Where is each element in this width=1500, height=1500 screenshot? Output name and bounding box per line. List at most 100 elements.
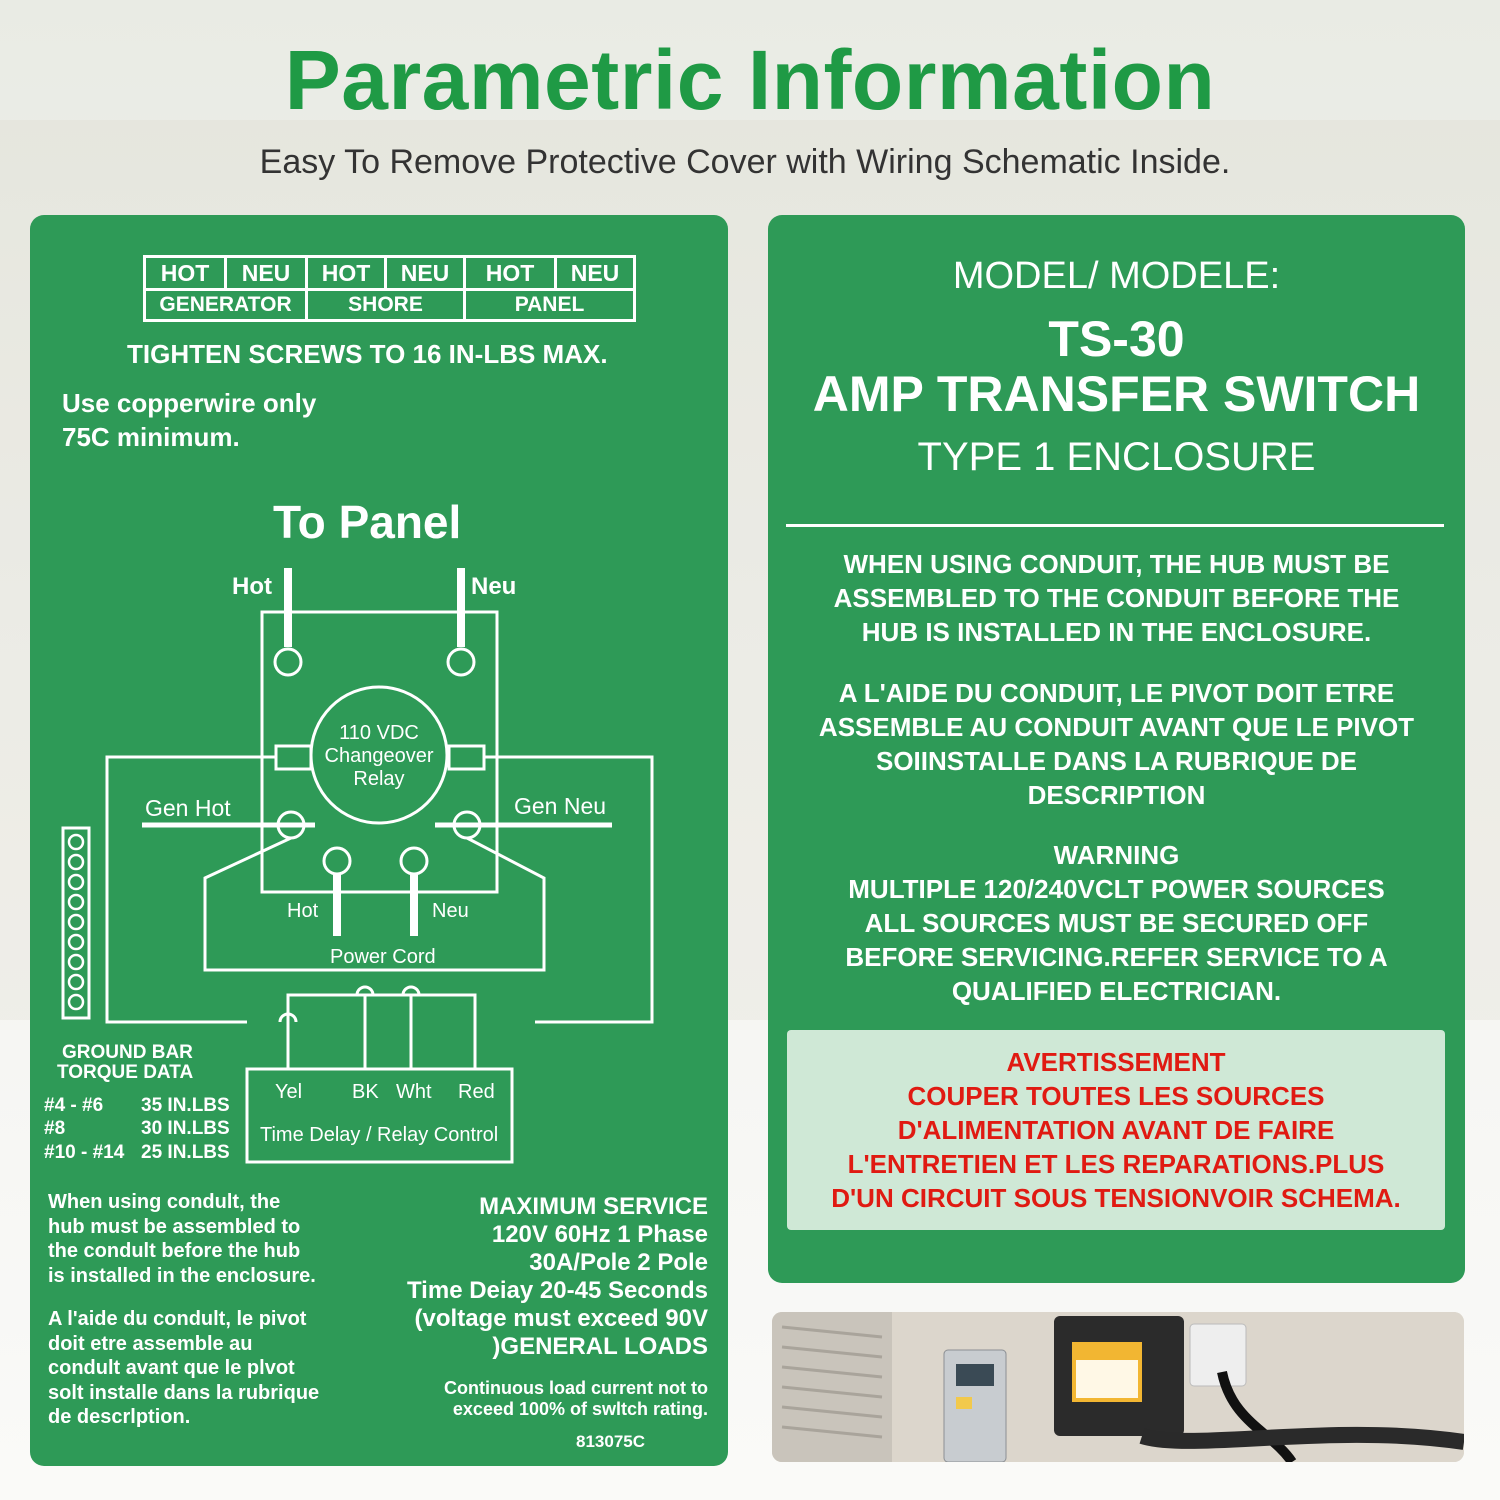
torque-size: #8 xyxy=(44,1118,66,1139)
copper-note-line1: Use copperwire only xyxy=(62,388,317,418)
text-line: solt installe dans la rubrique xyxy=(48,1381,320,1404)
warning-notice: WARNING MULTIPLE 120/240VCLT POWER SOURC… xyxy=(768,838,1465,1008)
terminal-group-shore: SHORE xyxy=(305,288,466,322)
text-line: A l'aide du condult, le pivot xyxy=(48,1308,307,1330)
torque-size: #10 - #14 xyxy=(44,1142,125,1163)
text-line: WARNING xyxy=(1053,840,1180,870)
time-delay-box xyxy=(245,1067,514,1164)
text-line: MAXIMUM SERVICE xyxy=(479,1193,708,1220)
relay-housing xyxy=(260,610,499,894)
conduit-note-en: When using condult, the hub must be asse… xyxy=(48,1190,316,1288)
text-line: QUALIFIED ELECTRICIAN. xyxy=(951,976,1282,1006)
wire-yel-label: Yel xyxy=(275,1081,303,1103)
time-delay-label: Time Delay / Relay Control xyxy=(260,1124,499,1146)
text-line: de descrlption. xyxy=(48,1406,191,1428)
text-line: hub must be assembled to xyxy=(48,1215,301,1238)
power-cord-loop xyxy=(203,836,546,972)
power-cord-label: Power Cord xyxy=(330,946,436,968)
text-line: ASSEMBLED TO THE CONDUIT BEFORE THE xyxy=(833,583,1400,613)
wire-red-label: Red xyxy=(458,1081,495,1103)
wiring-diagram xyxy=(61,568,654,1164)
text-line: (voltage must exceed 90V xyxy=(414,1305,708,1332)
enclosure-type: TYPE 1 ENCLOSURE xyxy=(917,435,1316,479)
text-line: Time Deiay 20-45 Seconds xyxy=(406,1277,708,1304)
conduit-note-fr: A l'aide du condult, le pivot doit etre … xyxy=(48,1307,319,1430)
conduit-cable xyxy=(1139,1426,1464,1450)
ground-bar-title-2: TORQUE DATA xyxy=(57,1062,194,1083)
torque-value: 30 IN.LBS xyxy=(141,1118,230,1139)
text-line: the condult before the hub xyxy=(48,1240,301,1262)
conduit-notice-en: WHEN USING CONDUIT, THE HUB MUST BE ASSE… xyxy=(768,547,1465,649)
ground-bar xyxy=(61,826,91,1020)
model-number: TS-30 xyxy=(1048,311,1185,367)
cord-hot-label: Hot xyxy=(287,900,319,922)
text-line: SOIINSTALLE DANS LA RUBRIQUE DE xyxy=(875,746,1357,776)
avertissement-box: AVERTISSEMENT COUPER TOUTES LES SOURCES … xyxy=(787,1030,1445,1230)
ground-bar-screws xyxy=(67,833,85,1011)
outer-wire-right xyxy=(484,755,654,1024)
gen-hot-label: Gen Hot xyxy=(145,795,231,821)
relay-left-contact xyxy=(274,744,313,771)
terminal-gen-neu: NEU xyxy=(224,255,308,291)
relay-right-contact xyxy=(447,744,486,771)
relay-label: 110 VDC Changeover Relay xyxy=(313,722,445,791)
monitor-screen xyxy=(956,1364,994,1386)
model-label: MODEL/ MODELE: xyxy=(952,255,1281,297)
outer-wire-left xyxy=(105,755,276,1024)
photo-illustration xyxy=(772,1312,1464,1462)
text-line: 120V 60Hz 1 Phase xyxy=(491,1221,708,1248)
text-line: BEFORE SERVICING.REFER SERVICE TO A xyxy=(845,942,1388,972)
text-line: 30A/Pole 2 Pole xyxy=(529,1249,708,1276)
text-line: exceed 100% of swltch rating. xyxy=(452,1399,708,1419)
wire-bk-label: BK xyxy=(352,1081,379,1103)
terminal-panel-hot: HOT xyxy=(463,255,557,291)
text-line: condult avant que le plvot xyxy=(48,1357,295,1379)
avertissement-title: AVERTISSEMENT xyxy=(1006,1047,1226,1077)
text-line: ASSEMBLE AU CONDUIT AVANT QUE LE PIVOT xyxy=(818,712,1415,742)
terminal-group-generator: GENERATOR xyxy=(143,288,308,322)
text-line: D'UN CIRCUIT SOUS TENSIONVOIR SCHEMA. xyxy=(831,1183,1401,1213)
wire-crossover-2 xyxy=(355,985,375,996)
text-line: D'ALIMENTATION AVANT DE FAIRE xyxy=(897,1115,1335,1145)
text-line: is installed in the enclosure. xyxy=(48,1264,316,1287)
text-line: )GENERAL LOADS xyxy=(492,1333,708,1360)
gen-neu-label: Gen Neu xyxy=(514,793,607,819)
text-line: When using condult, the xyxy=(48,1191,281,1213)
terminal-shore-hot: HOT xyxy=(305,255,387,291)
tighten-note: TIGHTEN SCREWS TO 16 IN-LBS MAX. xyxy=(127,339,608,369)
text-line: L'ENTRETIEN ET LES REPARATIONS.PLUS xyxy=(847,1149,1385,1179)
torque-value: 25 IN.LBS xyxy=(141,1142,230,1163)
text-line: COUPER TOUTES LES SOURCES xyxy=(907,1081,1325,1111)
terminal-group-panel: PANEL xyxy=(463,288,636,322)
installed-switch-photo xyxy=(772,1312,1464,1462)
relay-label-line3: Relay xyxy=(353,768,405,790)
text-line: A L'AIDE DU CONDUIT, LE PIVOT DOIT ETRE xyxy=(838,678,1395,708)
wire-wht-label: Wht xyxy=(396,1081,432,1103)
wire-crossover-1 xyxy=(278,1012,298,1023)
text-line: HUB IS INSTALLED IN THE ENCLOSURE. xyxy=(861,617,1372,647)
copper-note-line2: 75C minimum. xyxy=(62,422,240,452)
text-line: doit etre assemble au xyxy=(48,1332,253,1355)
text-line: MULTIPLE 120/240VCLT POWER SOURCES xyxy=(848,874,1385,904)
conduit-notice-fr: A L'AIDE DU CONDUIT, LE PIVOT DOIT ETRE … xyxy=(768,676,1465,812)
cord-neu-label: Neu xyxy=(432,900,469,922)
terminal-panel-neu: NEU xyxy=(554,255,636,291)
terminal-shore-neu: NEU xyxy=(384,255,466,291)
wire-crossover-3 xyxy=(401,985,421,996)
torque-value: 35 IN.LBS xyxy=(141,1095,230,1116)
cord-neu-terminal xyxy=(399,846,429,876)
terminal-gen-hot: HOT xyxy=(143,255,227,291)
wiring-schematic-label: HOT NEU HOT NEU HOT NEU GENERATOR SHORE … xyxy=(30,215,728,1466)
text-line: WHEN USING CONDUIT, THE HUB MUST BE xyxy=(843,549,1390,579)
continuous-load-note: Continuous load current not to exceed 10… xyxy=(444,1378,708,1420)
relay-label-line2: Changeover xyxy=(324,745,434,767)
page-subtitle: Easy To Remove Protective Cover with Wir… xyxy=(259,143,1231,181)
hot-top-label: Hot xyxy=(232,573,272,600)
text-line: ALL SOURCES MUST BE SECURED OFF xyxy=(864,908,1369,938)
text-line: Continuous load current not to xyxy=(444,1378,708,1398)
torque-size: #4 - #6 xyxy=(44,1095,104,1116)
wall-outlet xyxy=(1189,1323,1247,1387)
page-title: Parametric Information xyxy=(284,33,1216,127)
max-service-block: MAXIMUM SERVICE 120V 60Hz 1 Phase 30A/Po… xyxy=(407,1193,708,1361)
to-panel-label: To Panel xyxy=(273,496,462,548)
